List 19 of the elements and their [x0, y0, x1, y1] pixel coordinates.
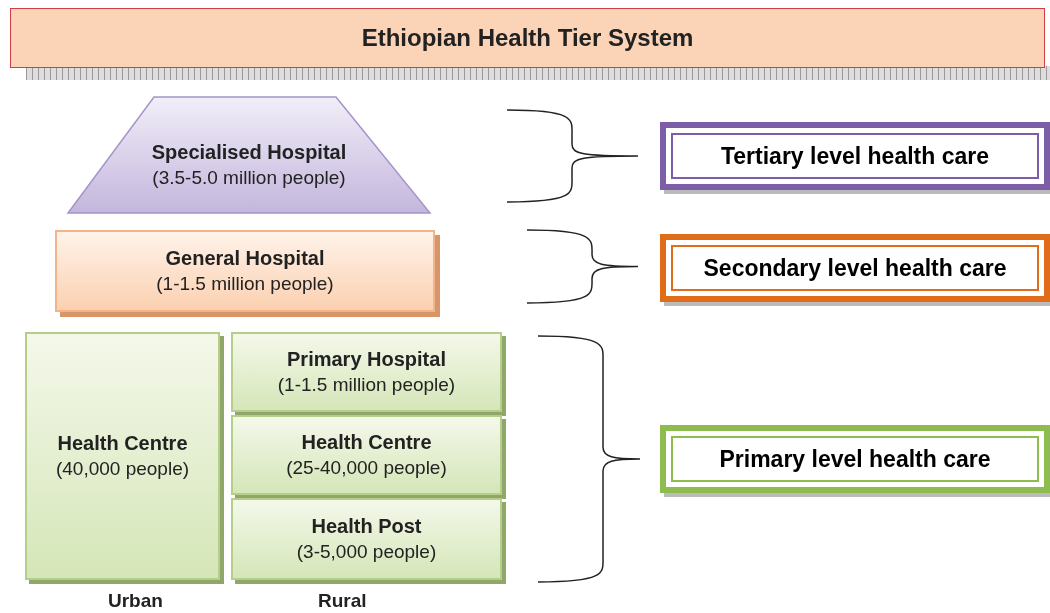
tier-name: Health Centre [301, 430, 432, 455]
population-text: (1-1.5 million people) [277, 373, 456, 397]
population-text: (3-5,000 people) [296, 540, 437, 564]
level-label: Secondary level health care [703, 254, 1007, 282]
trapezoid-shape [66, 96, 432, 214]
population-text: (1-1.5 million people) [156, 272, 334, 296]
level-label: Tertiary level health care [720, 142, 990, 170]
tier-name: General Hospital [165, 246, 325, 271]
title-bar: Ethiopian Health Tier System [10, 8, 1045, 68]
level-label: Primary level health care [719, 445, 991, 473]
tier-name: Health Post [311, 514, 422, 539]
tier-name: Specialised Hospital [151, 140, 347, 165]
tier-name: Health Centre [57, 431, 188, 456]
column-label: Rural [318, 590, 367, 612]
population-text: (25-40,000 people) [286, 456, 447, 480]
tier-name: Primary Hospital [287, 347, 446, 372]
population-text: (3.5-5.0 million people) [152, 166, 346, 190]
population-text: (40,000 people) [55, 457, 190, 481]
column-label: Urban [108, 590, 163, 612]
